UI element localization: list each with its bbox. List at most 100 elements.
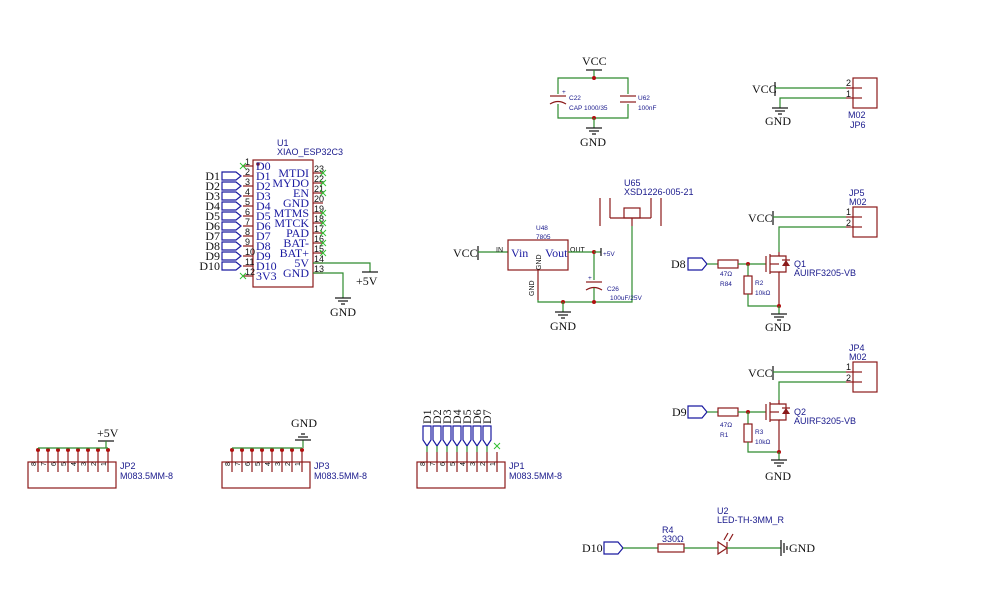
jp5-ref: JP5 (849, 188, 865, 198)
d5-flag-jp1 (462, 425, 472, 448)
header-value: M083.5MM-8 (314, 471, 367, 481)
junction-dot (36, 448, 40, 452)
d2-flag-jp1 (432, 425, 442, 448)
q1-value: AUIRF3205-VB (794, 268, 856, 278)
u1-pin-number: 21 (314, 184, 324, 194)
u1-5v-wire (313, 262, 371, 272)
header-pin-number: 8 (225, 462, 232, 466)
d1-label-jp1: D1 (420, 409, 434, 424)
u1-pin-name: D5 (256, 209, 271, 223)
u48-vout: Vout (545, 246, 568, 260)
r2-body (743, 275, 753, 295)
u48-gnd-inner: GND (536, 254, 543, 270)
u1-pin-number: 5 (245, 197, 250, 207)
junction-dot (290, 448, 294, 452)
d2-label-jp1: D2 (430, 409, 444, 424)
header-pin-number: 4 (71, 462, 78, 466)
u1-pin-number: 8 (245, 227, 250, 237)
d6-flag (221, 221, 242, 231)
u1-pin-name: EN (293, 186, 309, 200)
u1-pin-number: 10 (245, 247, 255, 257)
led-triangle (717, 540, 729, 556)
u65-ref: U65 (624, 178, 641, 188)
gnd-label-u1: GND (330, 305, 356, 319)
r3-value: 10kΩ (755, 439, 770, 446)
jp5-mosfet-stage[interactable]: VCC 1 2 JP5 M02 D8 47Ω R84 R2 10kΩ Q1 (671, 188, 878, 334)
u1-pin-number: 11 (245, 257, 254, 267)
u1-pin-number: 1 (245, 157, 250, 167)
no-connect-mark (319, 179, 327, 187)
d4-label-jp1: D4 (450, 409, 464, 424)
d10-flag-led (603, 541, 624, 555)
d1-flag (221, 171, 242, 181)
header-pin-number: 2 (285, 462, 292, 466)
header-pin-number: 2 (91, 462, 98, 466)
header-pin-number: 1 (101, 462, 108, 466)
header-pin-number: 4 (265, 462, 272, 466)
u1-pin-name: D8 (256, 239, 271, 253)
d10-label-led: D10 (582, 541, 603, 555)
jp4-body (852, 361, 878, 393)
d10-label: D10 (199, 259, 220, 273)
header-pin-number: 3 (81, 462, 88, 466)
u1-pin-number: 16 (314, 234, 324, 244)
q2-diode-loop (779, 403, 787, 421)
r4-ref: R4 (662, 525, 674, 535)
d9-label-q2: D9 (672, 405, 687, 419)
d7-flag-jp1 (482, 425, 492, 448)
cap-bank-top[interactable]: VCC + C22 CAP 1000/35 U62 100nF GND (549, 54, 656, 149)
d5-label-jp1: D5 (460, 409, 474, 424)
jp4-mosfet-stage[interactable]: VCC 1 2 JP4 M02 D9 47Ω R1 R3 10kΩ Q2 AUI… (672, 343, 878, 483)
no-connect-mark (319, 239, 327, 247)
led-ray-2 (728, 533, 734, 542)
r2-ref: R2 (755, 280, 764, 287)
u2-value: LED-TH-3MM_R (717, 515, 785, 525)
u1-pin-name: BAT+ (280, 246, 310, 260)
switch-u65[interactable]: U65 XSD1226-005-21 (599, 178, 694, 226)
u1-pin-name: GND (283, 266, 309, 280)
u1-pin-number: 6 (245, 207, 250, 217)
header-pin-number: 4 (460, 462, 467, 466)
gnd-label-q2: GND (765, 469, 791, 483)
header-pin-number: 2 (480, 462, 487, 466)
u1-pin-number: 3 (245, 177, 250, 187)
jp5-pin1-num: 1 (846, 207, 851, 217)
d9-flag (221, 251, 242, 261)
r84-value: 47Ω (720, 271, 732, 278)
d7-flag (221, 231, 242, 241)
r4-value: 330Ω (662, 534, 684, 544)
no-connect-mark (319, 219, 327, 227)
u1-pin-name: MYDO (272, 176, 309, 190)
u1-pin-number: 23 (314, 164, 324, 174)
q2-source-lead (770, 419, 780, 452)
d8-flag (221, 241, 242, 251)
header-pin-number: 5 (255, 462, 262, 466)
u65-actuator (623, 207, 641, 219)
jp4-ref: JP4 (849, 343, 865, 353)
regulator-7805[interactable]: VCC U48 7805 IN OUT Vin Vout GND GND +5V… (453, 225, 642, 333)
r3-ref: R3 (755, 429, 764, 436)
junction-dot (592, 76, 596, 80)
caps-top-rail (557, 77, 629, 94)
no-connect-mark (319, 209, 327, 217)
junction-dot (280, 448, 284, 452)
no-connect-mark (239, 272, 247, 280)
header-ref: JP2 (120, 461, 136, 471)
u1-pin-number: 13 (314, 264, 324, 274)
no-connect-mark (239, 162, 247, 170)
jp6-connector[interactable]: VCC GND 2 1 M02 JP6 (752, 77, 878, 130)
u1-pin-name: D6 (256, 219, 271, 233)
jp4-pin2-num: 2 (846, 373, 851, 383)
d7-label-jp1: D7 (480, 409, 494, 424)
d3-flag-jp1 (442, 425, 452, 448)
plus5-symbol-u1: +5V (356, 271, 378, 288)
gnd-label-q1: GND (765, 320, 791, 334)
u1-pin-number: 9 (245, 237, 250, 247)
led-stage[interactable]: D10 R4 330Ω U2 LED-TH-3MM_R GND (582, 506, 815, 556)
no-connect-mark (493, 442, 501, 450)
junction-dot (46, 448, 50, 452)
r2-value: 10kΩ (755, 290, 770, 297)
